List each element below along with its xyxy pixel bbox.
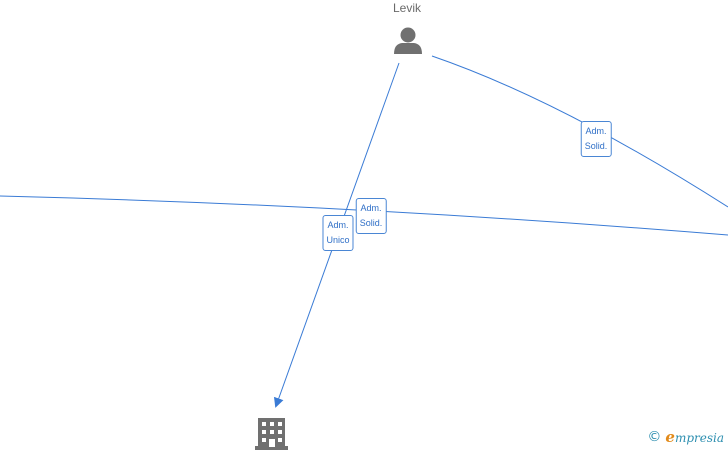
person-label: Levik	[392, 1, 422, 15]
edge-label-line: Unico	[326, 235, 350, 245]
edge-label-adm-unico[interactable]: Adm. Unico	[322, 215, 354, 251]
edge-label-line: Solid.	[584, 141, 608, 151]
brand-initial: e	[665, 428, 675, 446]
copyright-icon: ©	[647, 429, 662, 445]
edge-label-line: Adm.	[327, 220, 349, 230]
brand-logo: empresia	[665, 428, 724, 446]
brand-name: mpresia	[674, 431, 724, 445]
edge-label-line: Adm.	[585, 126, 607, 136]
edge-label-adm-solid-right[interactable]: Adm. Solid.	[580, 121, 612, 157]
person-icon[interactable]	[394, 27, 422, 55]
building-icon[interactable]	[255, 418, 288, 450]
edge-person-to-right	[431, 55, 728, 208]
edge-label-adm-solid-center[interactable]: Adm. Solid.	[355, 198, 387, 234]
edge-label-line: Adm.	[360, 203, 382, 213]
edge-label-line: Solid.	[359, 218, 383, 228]
watermark: © empresia	[647, 428, 724, 446]
